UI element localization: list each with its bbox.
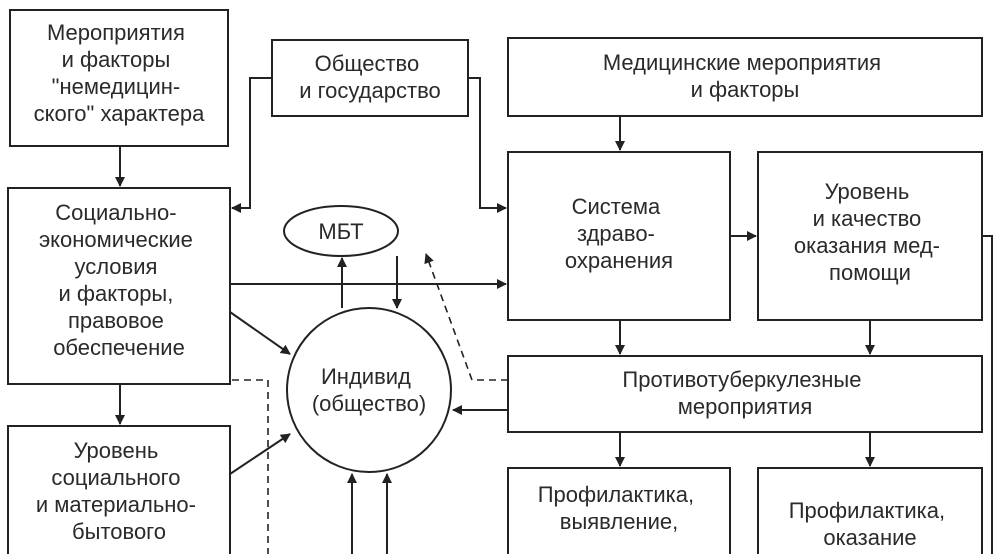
- label-nonmedical: Мероприятия и факторы "немедицин- ского"…: [34, 20, 205, 126]
- dashed-anti-to-mbt: [424, 253, 508, 381]
- label-health-system: Система здраво- охранения: [565, 194, 673, 273]
- label-care-level: Уровень и качество оказания мед- помощи: [794, 179, 946, 285]
- dashed-socio-down: [232, 379, 269, 554]
- arrow-society-to-socio: [231, 77, 272, 213]
- label-medical: Медицинские мероприятия и факторы: [603, 50, 887, 102]
- box-prevention-detection: [507, 467, 731, 554]
- box-living-level: [7, 425, 231, 554]
- label-antituberculosis: Противотуберкулезные мероприятия: [622, 367, 867, 419]
- label-prevention-detection: Профилактика, выявление,: [538, 482, 701, 534]
- label-living-level: Уровень социального и материально- бытов…: [36, 438, 202, 544]
- label-mbt: МБТ: [318, 219, 363, 244]
- circle-individual: [286, 307, 452, 473]
- label-prevention-care: Профилактика, оказание: [789, 498, 952, 550]
- box-socio-economic: [7, 187, 231, 385]
- box-antituberculosis: [507, 355, 983, 433]
- label-society-state: Общество и государство: [299, 51, 441, 103]
- arrow-living-to-individual: [229, 433, 291, 475]
- line-care-right-down: [982, 235, 993, 554]
- box-medical: [507, 37, 983, 117]
- arrow-society-to-health: [468, 77, 507, 213]
- label-individual: Индивид (общество): [312, 364, 426, 416]
- arrow-socio-to-individual: [229, 311, 291, 355]
- box-nonmedical: [9, 9, 229, 147]
- label-socio-economic: Социально- экономические условия и факто…: [39, 200, 199, 360]
- ellipse-mbt: [283, 205, 399, 257]
- box-society-state: [271, 39, 469, 117]
- box-prevention-care: [757, 467, 983, 554]
